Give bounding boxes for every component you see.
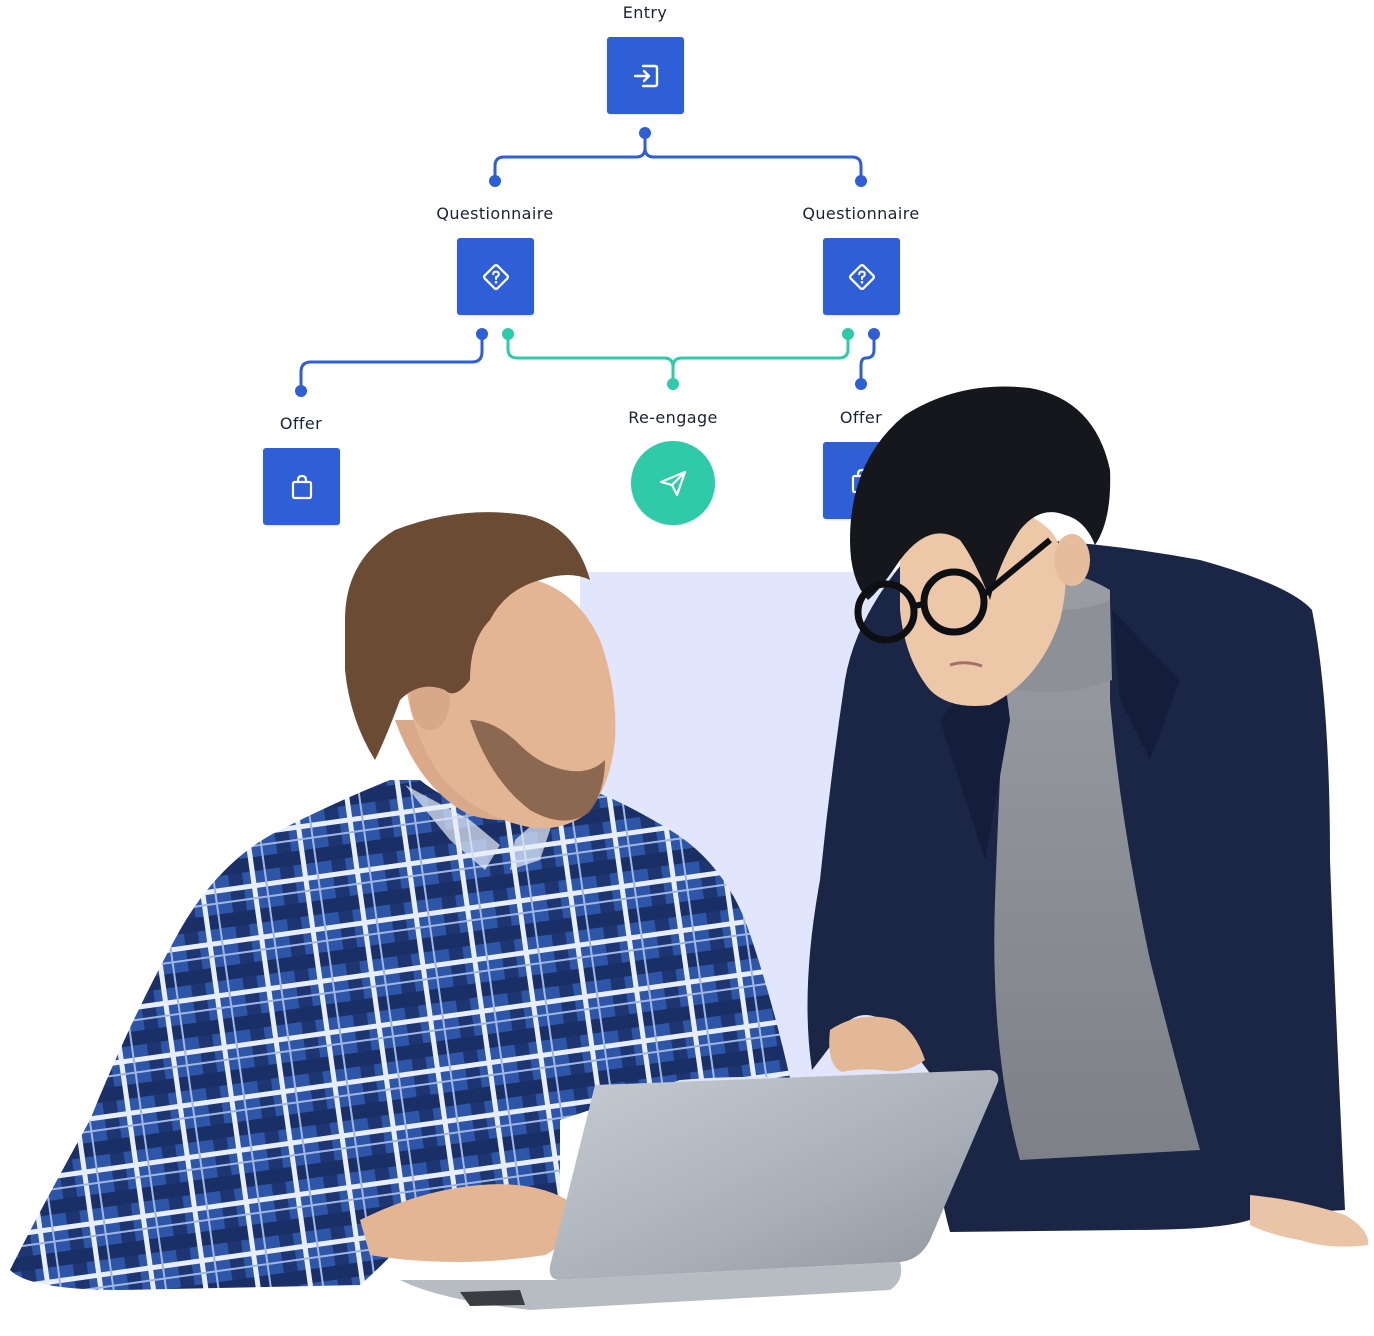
entry-label: Entry <box>622 3 668 22</box>
question-diamond-icon <box>848 263 875 290</box>
entry-node[interactable] <box>607 37 684 114</box>
offer-left-node[interactable] <box>263 448 340 525</box>
questionnaire-right-node[interactable] <box>823 238 900 315</box>
questionnaire-left-label: Questionnaire <box>436 204 554 223</box>
entry-icon <box>633 64 658 87</box>
question-diamond-icon <box>482 263 509 290</box>
paper-plane-icon <box>659 470 687 497</box>
reengage-node[interactable] <box>631 441 715 525</box>
reengage-label: Re-engage <box>628 408 718 427</box>
questionnaire-right-label: Questionnaire <box>802 204 920 223</box>
offer-right-label: Offer <box>839 408 883 427</box>
offer-left-label: Offer <box>279 414 323 433</box>
connector-lines <box>295 127 880 397</box>
shopping-bag-icon <box>291 474 312 499</box>
questionnaire-left-node[interactable] <box>457 238 534 315</box>
